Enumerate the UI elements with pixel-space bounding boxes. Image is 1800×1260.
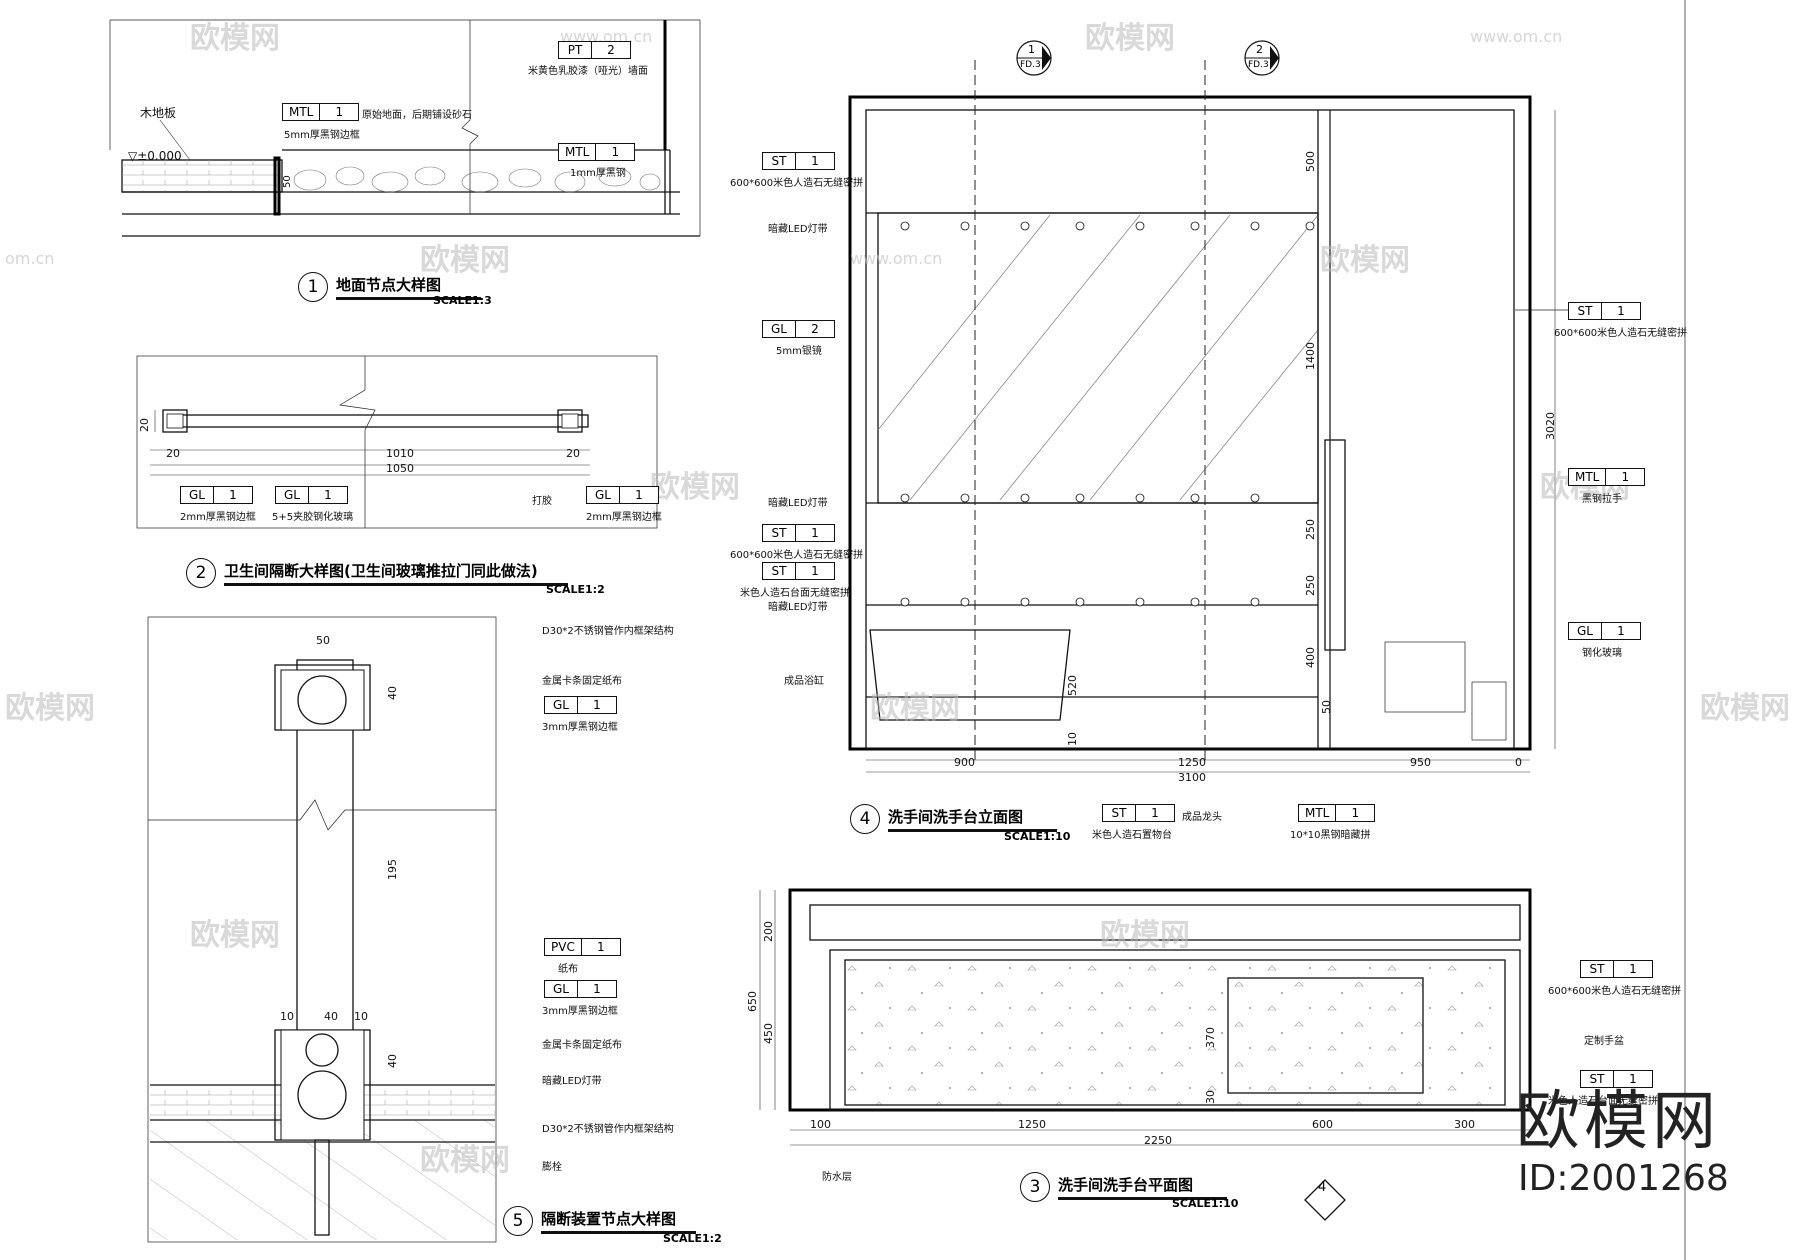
level-mark: ±0.000 xyxy=(137,149,181,163)
plan-3 xyxy=(759,888,1532,1221)
detail-2-partition xyxy=(136,355,658,529)
svg-text:www.om.cn: www.om.cn xyxy=(850,249,942,268)
svg-text:欧模网: 欧模网 xyxy=(1320,243,1410,278)
plan-marker-4: 4 xyxy=(1318,1180,1327,1195)
watermark-layer: 欧模网 www.om.cn 欧模网 www.om.cn 欧模网 www.om.c… xyxy=(5,21,1790,1178)
svg-text:欧模网: 欧模网 xyxy=(1085,21,1175,56)
floor-label: 木地板 xyxy=(140,106,176,120)
svg-text:欧模网: 欧模网 xyxy=(190,21,280,56)
svg-text:om.cn: om.cn xyxy=(5,249,54,268)
svg-text:欧模网: 欧模网 xyxy=(420,1143,510,1178)
svg-text:欧模网: 欧模网 xyxy=(190,918,280,953)
section-marker-2: 2 FD.3 xyxy=(1242,38,1282,78)
svg-text:欧模网: 欧模网 xyxy=(870,691,960,726)
watermark-brand: 欧模网 xyxy=(1516,1085,1720,1159)
svg-text:欧模网: 欧模网 xyxy=(420,243,510,278)
watermark-id: ID:2001268 xyxy=(1518,1158,1729,1199)
dim-50: 50 xyxy=(282,175,293,188)
svg-text:欧模网: 欧模网 xyxy=(5,691,95,726)
section-marker-1: 1 FD.3 xyxy=(1014,38,1054,78)
svg-text:欧模网: 欧模网 xyxy=(650,470,740,505)
detail-5-partition-node xyxy=(147,616,497,1243)
svg-text:www.om.cn: www.om.cn xyxy=(1470,27,1562,46)
elevation-4 xyxy=(848,60,1630,773)
svg-text:欧模网: 欧模网 xyxy=(1100,918,1190,953)
svg-text:欧模网: 欧模网 xyxy=(1700,691,1790,726)
svg-text:▽±0.000: ▽±0.000 xyxy=(128,149,182,163)
detail-1-floor-node: 木地板 ▽±0.000 50 xyxy=(109,19,701,237)
